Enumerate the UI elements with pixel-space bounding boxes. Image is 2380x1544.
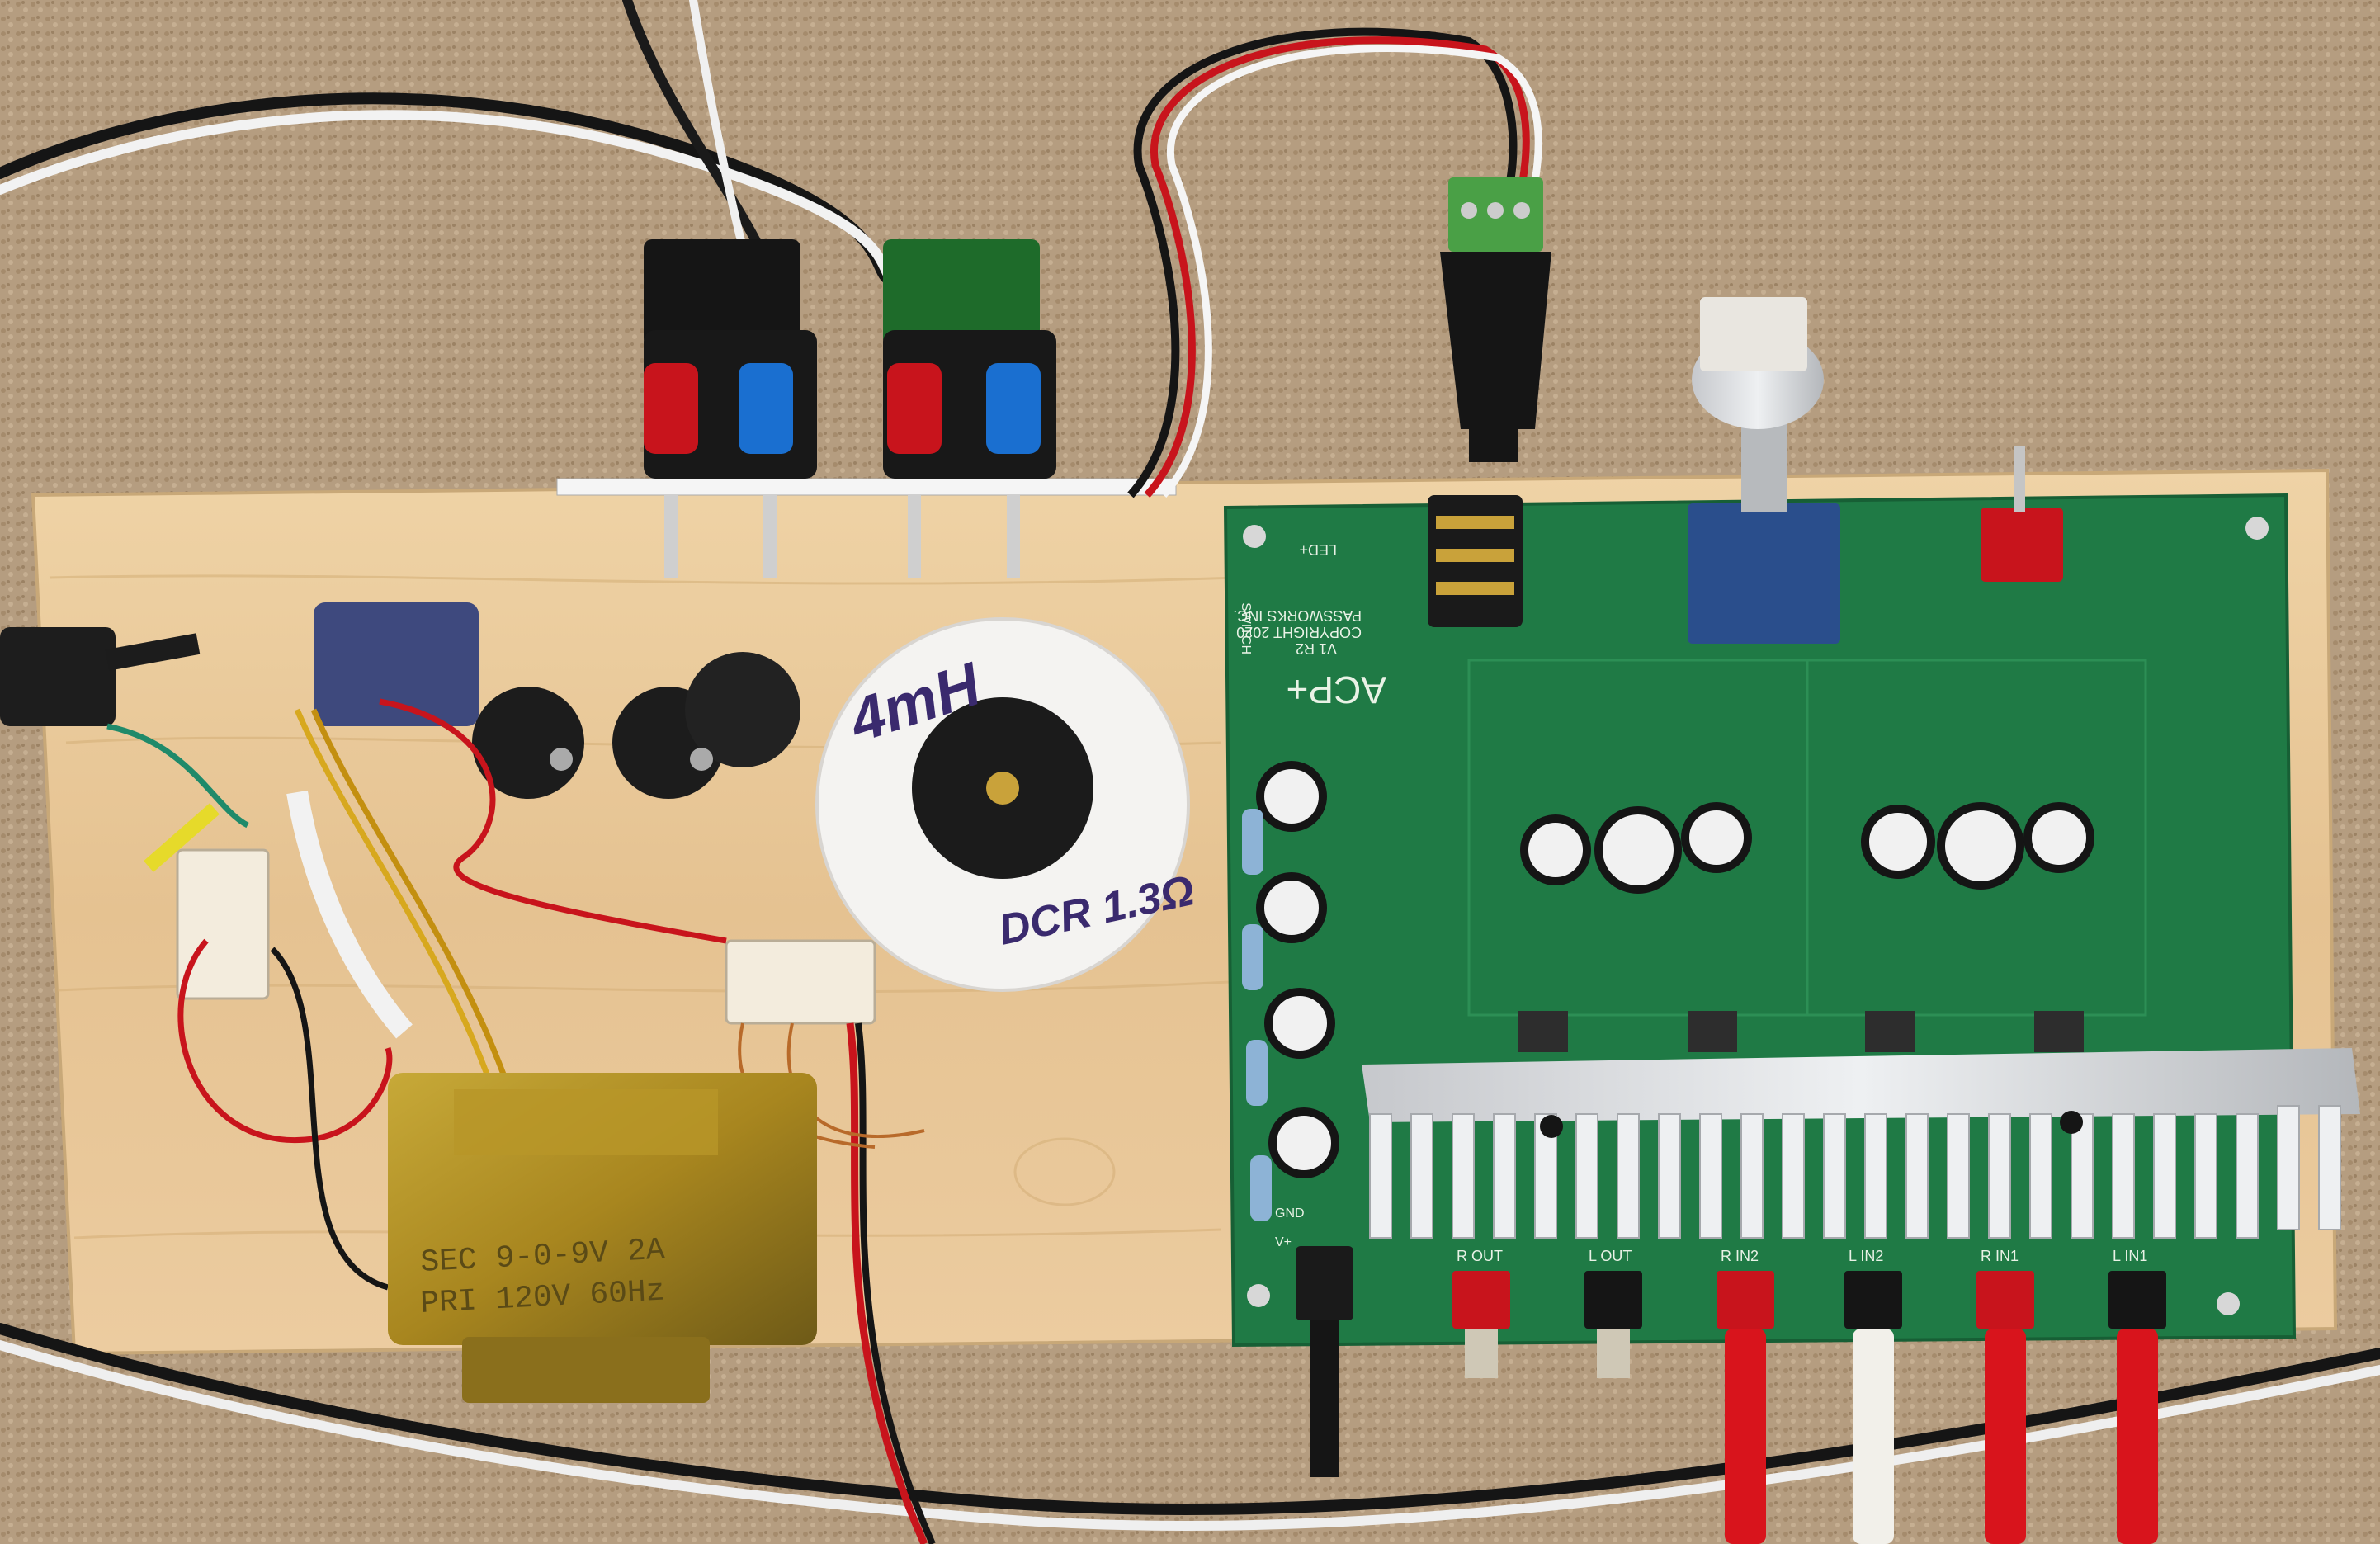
- rca-jack-r-out[interactable]: [1452, 1271, 1510, 1378]
- jack-label-r-in1: R IN1: [1981, 1248, 2019, 1264]
- binding-post-blue-1[interactable]: [739, 363, 793, 454]
- heatsink: [1362, 1011, 2360, 1239]
- pcb-switch-label: SWITCH: [1239, 602, 1253, 654]
- jack-label-r-out: R OUT: [1457, 1248, 1503, 1264]
- amplifier-pcb: ACP+ V1 R2 COPYRIGHT 2020 PASSWORKS INC.…: [1223, 297, 2360, 1544]
- binding-post-blue-2[interactable]: [986, 363, 1041, 454]
- power-toggle-switch[interactable]: [1981, 446, 2063, 582]
- rca-jack-l-in2[interactable]: [1844, 1271, 1902, 1544]
- jack-label-l-out: L OUT: [1589, 1248, 1632, 1264]
- pcb-vplus-label: V+: [1275, 1235, 1292, 1249]
- volume-knob[interactable]: [1688, 297, 1840, 644]
- jack-label-l-in2: L IN2: [1849, 1248, 1883, 1264]
- power-cord-plug: [0, 627, 116, 726]
- pcb-title: ACP+: [1287, 668, 1386, 711]
- rca-jacks: [1452, 1271, 2166, 1544]
- dc-power-jack[interactable]: [1296, 1246, 1353, 1320]
- pcb-maker: PASSWORKS INC.: [1233, 607, 1362, 624]
- rca-jack-r-in1[interactable]: [1976, 1271, 2034, 1544]
- pcb-copyright: COPYRIGHT 2020: [1236, 624, 1362, 640]
- terminal-strips: [176, 848, 876, 1025]
- speaker-binding-posts: [556, 239, 1177, 578]
- power-transformer: SEC 9-0-9V 2A PRI 120V 60Hz: [388, 1073, 817, 1403]
- pcb-resistors: [1242, 809, 1272, 1221]
- rca-jack-l-in1[interactable]: [2108, 1271, 2166, 1544]
- speaker-wires: [1127, 27, 1542, 498]
- binding-post-red-2[interactable]: [887, 363, 942, 454]
- rca-jack-r-in2[interactable]: [1717, 1271, 1774, 1544]
- rca-jack-l-out[interactable]: [1584, 1271, 1642, 1378]
- misc-wiring: [106, 698, 936, 1544]
- toroid-inductor: 4mH DCR 1.3Ω: [815, 617, 1198, 992]
- terminal-block-connector: [1440, 177, 1551, 462]
- pcb-gnd-label: GND: [1275, 1206, 1305, 1221]
- jack-label-r-in2: R IN2: [1721, 1248, 1759, 1264]
- pcb-mounting-holes: [1243, 517, 2269, 1315]
- pcb-version: V1 R2: [1296, 640, 1337, 657]
- pcb-led-label: LED+: [1299, 541, 1337, 558]
- binding-post-red-1[interactable]: [644, 363, 698, 454]
- jack-label-l-in1: L IN1: [2113, 1248, 2147, 1264]
- pcb-capacitors: [1256, 761, 2094, 1178]
- filter-capacitors: [314, 602, 800, 799]
